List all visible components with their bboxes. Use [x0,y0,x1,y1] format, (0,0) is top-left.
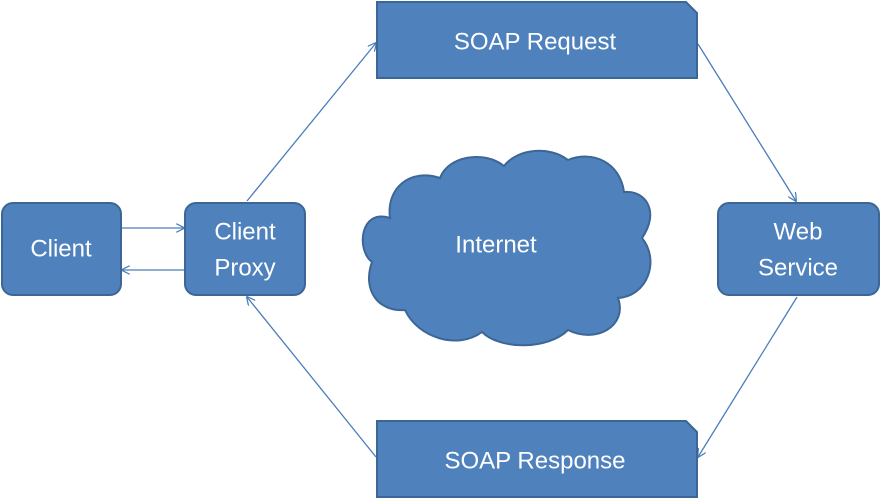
edge-web-service-to-soap-response [698,296,798,457]
node-internet-label: Internet [455,231,537,258]
node-client-proxy-box [184,202,306,296]
edge-soap-response-to-proxy [247,297,377,458]
node-internet: Internet [361,149,652,347]
node-soap-request-label: SOAP Request [454,28,617,55]
node-client-proxy-label-line2: Proxy [214,254,275,281]
node-web-service: Web Service [717,202,880,296]
node-client: Client [1,202,122,296]
node-web-service-box [717,202,880,296]
node-soap-request-box [376,1,698,79]
node-soap-response: SOAP Response [376,420,698,498]
cloud-shape [361,149,652,347]
node-soap-request: SOAP Request [376,1,698,79]
node-soap-response-box [376,420,698,498]
edge-soap-request-to-web-service [697,43,796,201]
node-soap-response-label: SOAP Response [445,447,626,474]
node-client-box [1,202,122,296]
node-client-proxy: Client Proxy [184,202,306,296]
node-client-proxy-label-line1: Client [214,218,276,245]
node-web-service-label-line1: Web [774,218,823,245]
node-client-label: Client [30,235,92,262]
node-web-service-label-line2: Service [758,254,838,281]
edge-proxy-to-soap-request [246,43,376,202]
